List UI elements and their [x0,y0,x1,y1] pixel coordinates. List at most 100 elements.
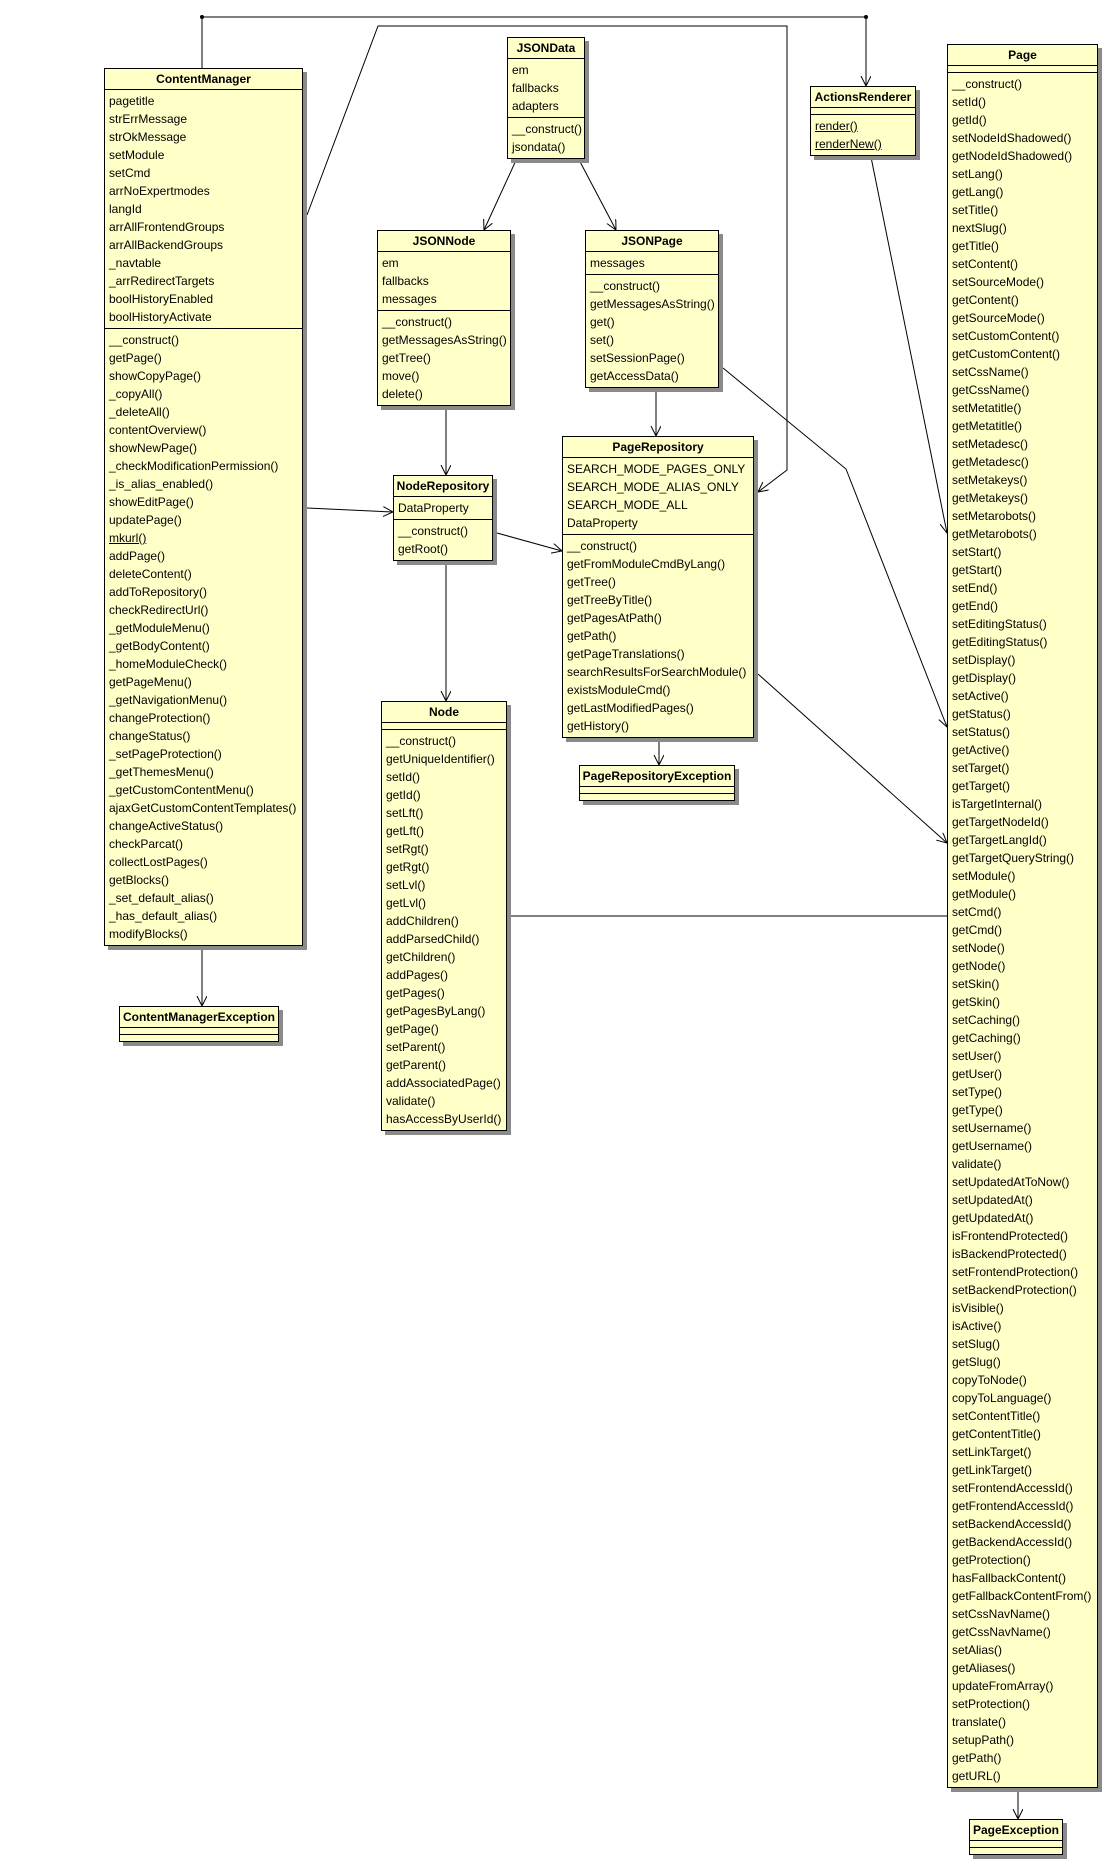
link-junction-dot [864,15,868,19]
method: getPageMenu() [109,675,192,689]
class-json-data[interactable]: JSONData em fallbacks adapters __construct()… [507,37,585,159]
method: setLinkTarget() [952,1445,1032,1459]
method: getFrontendAccessId() [952,1499,1074,1513]
method: _homeModuleCheck() [109,657,228,671]
method: getRoot() [398,542,449,556]
method: setModule() [952,869,1016,883]
attribute: arrAllBackendGroups [109,238,224,252]
method: __construct() [398,524,469,538]
attribute: adapters [512,99,559,113]
method: setProtection() [952,1697,1031,1711]
attribute: pagetitle [109,94,155,108]
method: getDisplay() [952,671,1017,685]
class-name: ActionsRenderer [811,87,915,108]
method: __construct() [109,333,180,347]
methods-compartment: __construct()getPage()showCopyPage()_cop… [105,329,302,945]
method: getUsername() [952,1139,1033,1153]
class-name: JSONData [508,38,584,59]
methods-compartment: __construct()getMessagesAsString()get()s… [586,275,718,387]
method: getTarget() [952,779,1011,793]
method: setFrontendAccessId() [952,1481,1073,1495]
method: collectLostPages() [109,855,208,869]
method: getAliases() [952,1661,1016,1675]
class-node[interactable]: Node__construct()getUniqueIdentifier()se… [381,701,507,1131]
method: getTargetNodeId() [952,815,1049,829]
method: searchResultsForSearchModule() [567,665,747,679]
method: showCopyPage() [109,369,202,383]
attributes-compartment [382,723,506,730]
method: getChildren() [386,950,456,964]
method: setSourceMode() [952,275,1045,289]
method: getAccessData() [590,369,679,383]
method: getMetakeys() [952,491,1029,505]
attributes-compartment: messages [586,252,718,275]
attributes-compartment [580,787,734,794]
link-contentmanager-pagerepository [306,25,788,492]
class-page-exception[interactable]: PageException [969,1819,1063,1855]
method: setStart() [952,545,1002,559]
method: setUpdatedAtToNow() [952,1175,1070,1189]
class-content-manager-exception[interactable]: ContentManagerException [119,1006,279,1042]
method: setCssName() [952,365,1029,379]
methods-compartment: __construct()getFromModuleCmdByLang()get… [563,535,753,737]
attribute: SEARCH_MODE_ALIAS_ONLY [567,480,739,494]
attribute: fallbacks [512,81,559,95]
method: setFrontendProtection() [952,1265,1079,1279]
attribute: setModule [109,148,165,162]
method: setUser() [952,1049,1002,1063]
method: setCaching() [952,1013,1021,1027]
attribute: em [512,63,529,77]
method: getNode() [952,959,1006,973]
attribute: messages [590,256,645,270]
attributes-compartment [948,66,1097,73]
method: getPageTranslations() [567,647,685,661]
methods-compartment: __construct()setId()getId()setNodeIdShad… [948,73,1097,1787]
method: _setPageProtection() [109,747,222,761]
method: deleteContent() [109,567,192,581]
method: copyToNode() [952,1373,1027,1387]
method: existsModuleCmd() [567,683,671,697]
method: setNodeIdShadowed() [952,131,1072,145]
method: setAlias() [952,1643,1003,1657]
class-page-repository-exception[interactable]: PageRepositoryException [579,765,735,801]
method: setCssNavName() [952,1607,1051,1621]
methods-compartment [120,1035,278,1041]
method: setType() [952,1085,1003,1099]
class-page[interactable]: Page__construct()setId()getId()setNodeId… [947,44,1098,1788]
method: setBackendProtection() [952,1283,1077,1297]
method: _deleteAll() [109,405,170,419]
method: getModule() [952,887,1017,901]
method: getURL() [952,1769,1001,1783]
method: getStart() [952,563,1003,577]
method: setDisplay() [952,653,1016,667]
method: getTreeByTitle() [567,593,653,607]
methods-compartment [580,794,734,800]
method: addPages() [386,968,449,982]
method: getLang() [952,185,1004,199]
method: getCustomContent() [952,347,1061,361]
method: getLvl() [386,896,427,910]
method: getSlug() [952,1355,1001,1369]
attribute: messages [382,292,437,306]
class-name: PageException [970,1820,1062,1841]
method: isActive() [952,1319,1002,1333]
method: updateFromArray() [952,1679,1054,1693]
method: validate() [952,1157,1002,1171]
method: ajaxGetCustomContentTemplates() [109,801,297,815]
method: __construct() [512,122,583,136]
method: setMetatitle() [952,401,1022,415]
method: getContentTitle() [952,1427,1041,1441]
method: setEnd() [952,581,998,595]
method: updatePage() [109,513,182,527]
attribute: DataProperty [398,501,469,515]
method: setStatus() [952,725,1011,739]
method: showNewPage() [109,441,198,455]
